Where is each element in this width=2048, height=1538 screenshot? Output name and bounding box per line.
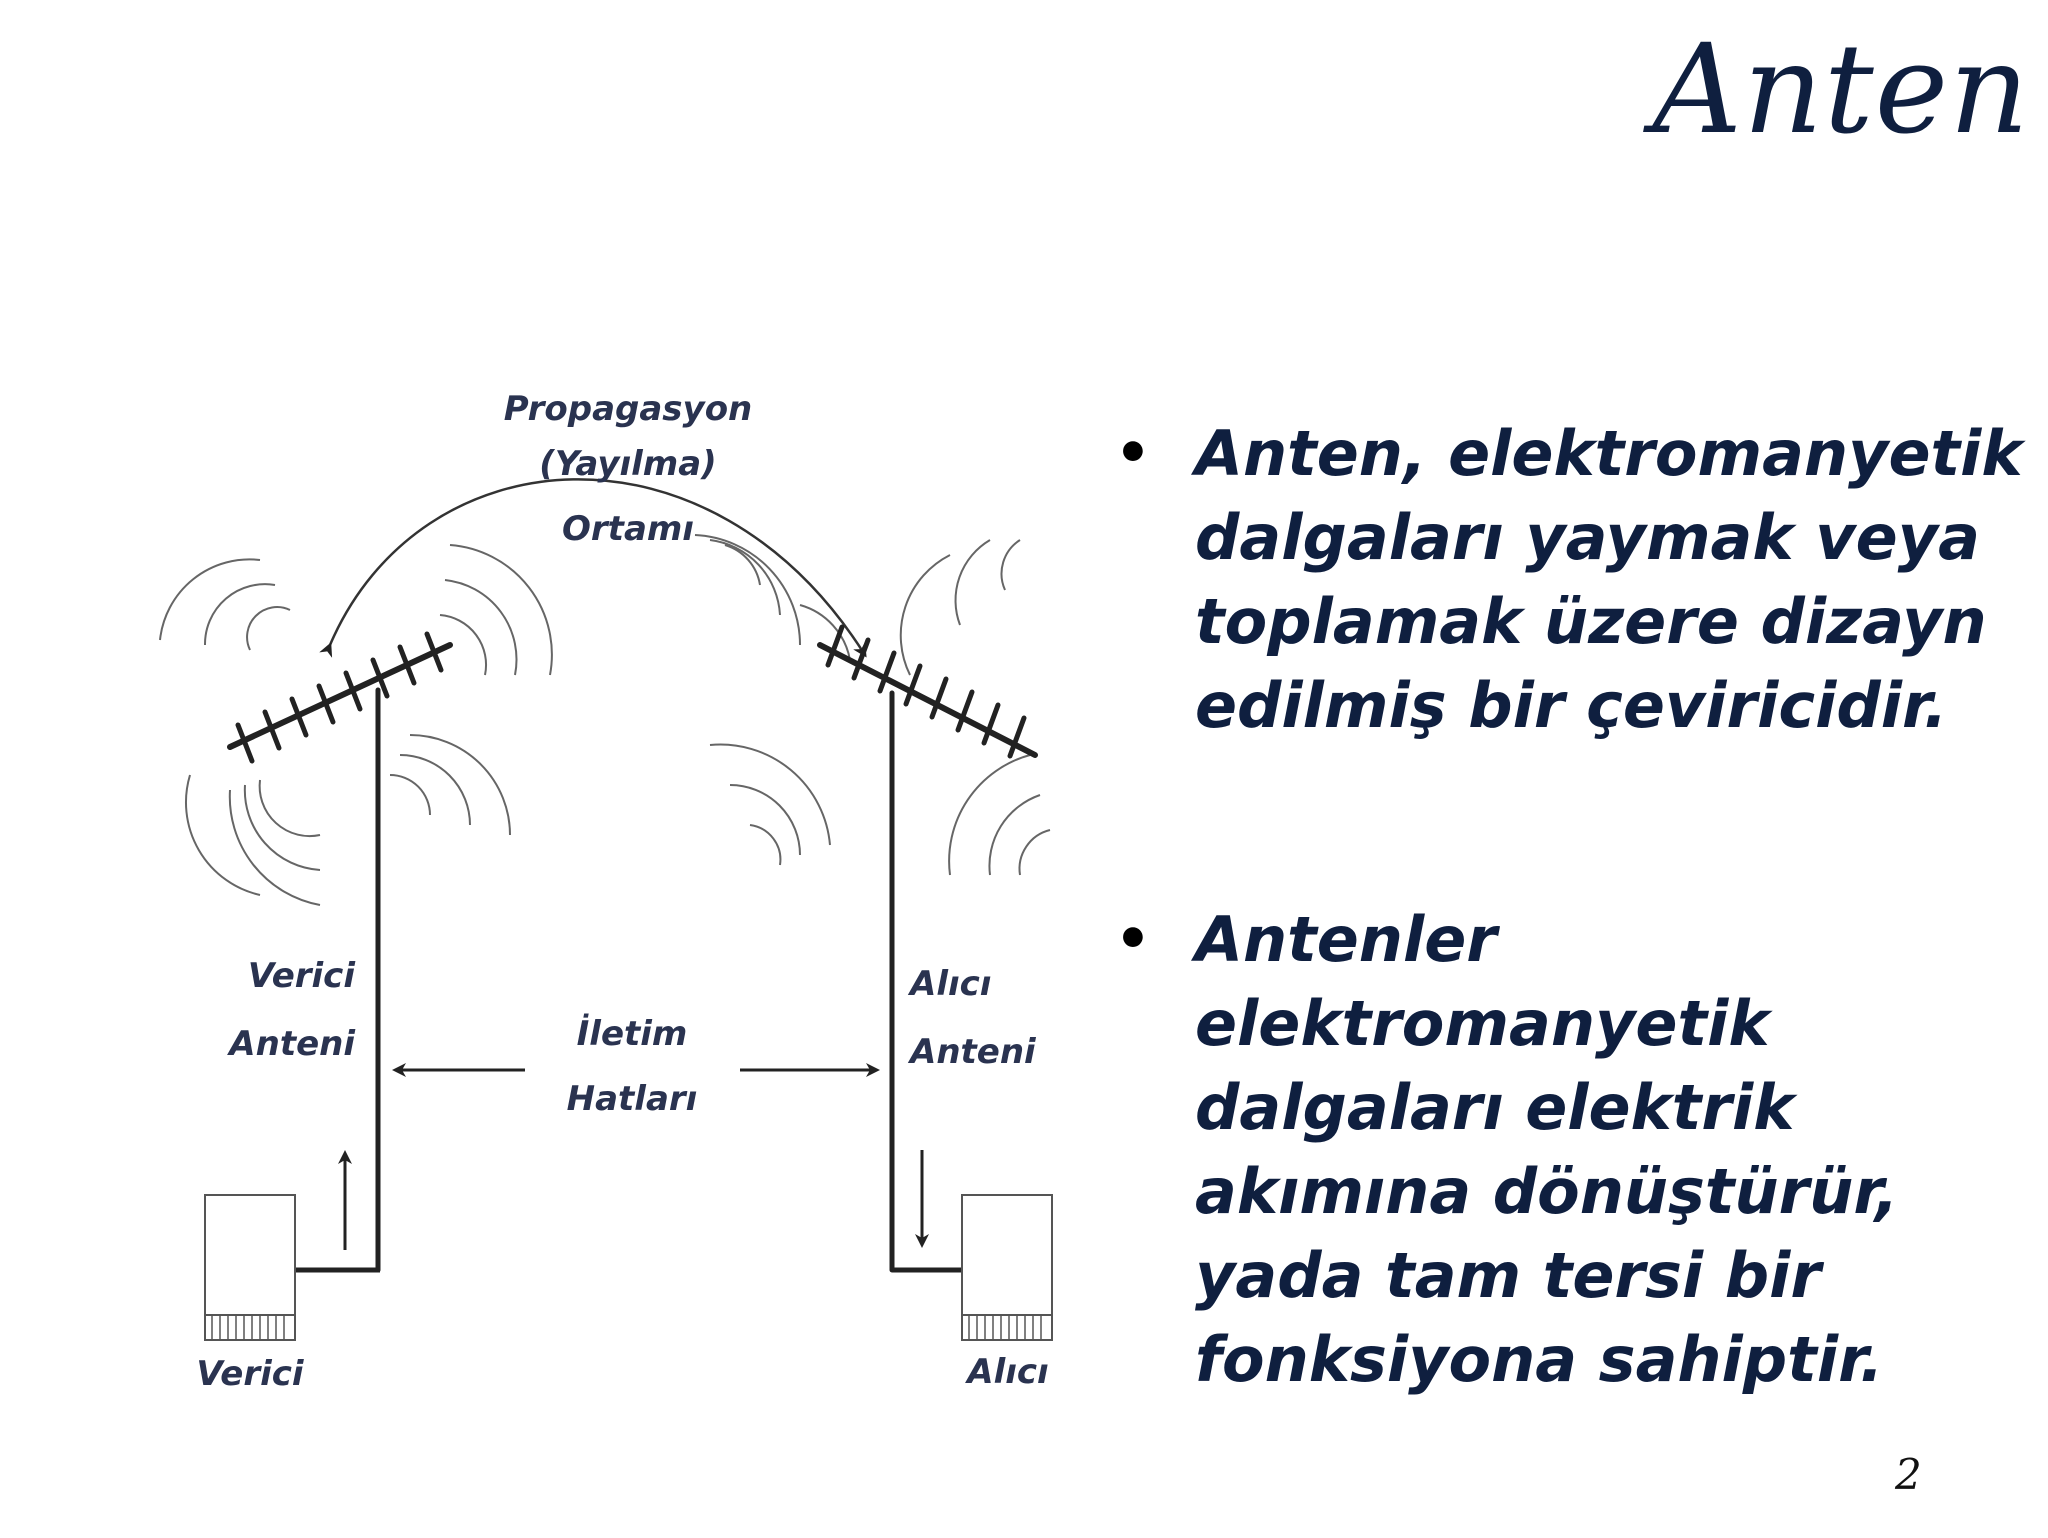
propagation-label-line-3: Ortamı — [562, 509, 694, 549]
transmission-lines-label-line-1: İletim — [577, 1013, 688, 1054]
propagation-label-line-1: Propagasyon — [504, 389, 753, 429]
receiver-antenna-label-line-1: Alıcı — [907, 964, 991, 1004]
transmitter-waves — [159, 544, 553, 906]
propagation-label-line-2: (Yayılma) — [539, 444, 716, 484]
antenna-diagram: Propagasyon (Yayılma) Ortamı Verici Ante… — [150, 375, 1100, 1425]
slide-title: Anten — [1652, 18, 2030, 162]
bullet-symbol: • — [1115, 907, 1151, 972]
transmitter-device — [204, 1150, 380, 1341]
transmitter-antenna-label-line-1: Verici — [248, 956, 356, 996]
propagation-arc — [319, 478, 867, 658]
transmitter-antenna-label-line-2: Anteni — [226, 1024, 356, 1064]
antenna-diagram-svg: Propagasyon (Yayılma) Ortamı Verici Ante… — [159, 389, 1053, 1394]
bullet-list: • Anten, elektromanyetik dalgaları yayma… — [1115, 412, 2035, 1402]
bullet-symbol: • — [1115, 421, 1151, 486]
bullet-item-function: • Antenler elektromanyetik dalgaları ele… — [1115, 898, 2035, 1402]
receiver-antenna-label-line-2: Anteni — [907, 1032, 1037, 1072]
receiver-antenna — [817, 624, 1038, 1273]
bullet-text: Antenler elektromanyetik dalgaları elekt… — [1195, 903, 1899, 1396]
transmission-lines-label-line-2: Hatları — [567, 1079, 698, 1119]
bullet-item-definition: • Anten, elektromanyetik dalgaları yayma… — [1115, 412, 2035, 748]
receiver-label: Alıcı — [964, 1352, 1048, 1392]
receiver-device — [892, 1150, 1053, 1341]
transmitter-antenna — [227, 631, 453, 1273]
bullet-text: Anten, elektromanyetik dalgaları yaymak … — [1195, 417, 2023, 742]
transmitter-label: Verici — [196, 1354, 304, 1394]
page-number: 2 — [1895, 1450, 1922, 1499]
receiver-waves — [694, 534, 1051, 876]
